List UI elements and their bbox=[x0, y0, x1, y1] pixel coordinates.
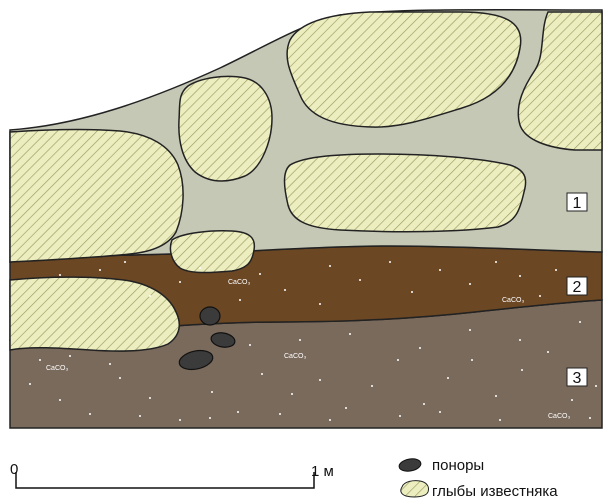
limestone-legend-icon bbox=[401, 481, 429, 497]
carbonate-dot bbox=[555, 269, 557, 271]
carbonate-dot bbox=[261, 373, 263, 375]
carbonate-dot bbox=[439, 269, 441, 271]
carbonate-dot bbox=[519, 339, 521, 341]
carbonate-dot bbox=[149, 397, 151, 399]
carbonate-dot bbox=[411, 291, 413, 293]
sinkhole bbox=[200, 307, 220, 325]
carbonate-dot bbox=[495, 395, 497, 397]
carbonate-dot bbox=[39, 359, 41, 361]
carbonate-dot bbox=[471, 359, 473, 361]
caco3-label: CaCO₃ bbox=[228, 279, 250, 286]
carbonate-dot bbox=[389, 261, 391, 263]
carbonate-dot bbox=[319, 303, 321, 305]
carbonate-dot bbox=[469, 283, 471, 285]
svg-text:2: 2 bbox=[573, 279, 582, 296]
limestone-block bbox=[10, 129, 183, 262]
carbonate-dot bbox=[345, 407, 347, 409]
carbonate-dot bbox=[89, 413, 91, 415]
carbonate-dot bbox=[149, 295, 151, 297]
carbonate-dot bbox=[579, 321, 581, 323]
scale-end-label: 1 м bbox=[311, 463, 334, 480]
caco3-label: CaCO₃ bbox=[284, 353, 306, 360]
carbonate-dot bbox=[349, 333, 351, 335]
limestone-block bbox=[179, 76, 272, 181]
layer-label-1: 1 bbox=[567, 193, 587, 212]
carbonate-dot bbox=[179, 419, 181, 421]
carbonate-dot bbox=[519, 275, 521, 277]
layer-label-2: 2 bbox=[567, 277, 587, 296]
carbonate-dot bbox=[124, 261, 126, 263]
carbonate-dot bbox=[419, 347, 421, 349]
carbonate-dot bbox=[329, 419, 331, 421]
carbonate-dot bbox=[469, 329, 471, 331]
scale-bar: 0 1 м bbox=[10, 461, 334, 488]
carbonate-dot bbox=[69, 355, 71, 357]
carbonate-dot bbox=[139, 415, 141, 417]
carbonate-dot bbox=[239, 299, 241, 301]
sinkhole-legend-icon bbox=[398, 457, 422, 473]
carbonate-dot bbox=[371, 385, 373, 387]
carbonate-dot bbox=[249, 344, 251, 346]
scale-start-label: 0 bbox=[10, 461, 18, 478]
carbonate-dot bbox=[237, 411, 239, 413]
carbonate-dot bbox=[279, 413, 281, 415]
carbonate-dot bbox=[423, 403, 425, 405]
carbonate-dot bbox=[595, 385, 597, 387]
carbonate-dot bbox=[59, 274, 61, 276]
carbonate-dot bbox=[399, 415, 401, 417]
svg-text:3: 3 bbox=[573, 370, 582, 387]
legend: поноры глыбы известняка bbox=[398, 457, 558, 500]
limestone-block bbox=[170, 231, 254, 273]
carbonate-dot bbox=[199, 267, 201, 269]
carbonate-dot bbox=[439, 411, 441, 413]
carbonate-dot bbox=[547, 351, 549, 353]
carbonate-dot bbox=[571, 399, 573, 401]
carbonate-dot bbox=[99, 269, 101, 271]
carbonate-dot bbox=[209, 417, 211, 419]
layer-label-3: 3 bbox=[567, 368, 587, 387]
carbonate-dot bbox=[359, 279, 361, 281]
legend-sinkholes-label: поноры bbox=[432, 457, 484, 474]
legend-limestone-label: глыбы известняка bbox=[432, 483, 558, 500]
carbonate-dot bbox=[179, 281, 181, 283]
carbonate-dot bbox=[299, 339, 301, 341]
limestone-block bbox=[285, 154, 526, 232]
svg-text:1: 1 bbox=[573, 195, 582, 212]
caco3-label: CaCO₃ bbox=[46, 365, 68, 372]
carbonate-dot bbox=[284, 289, 286, 291]
carbonate-dot bbox=[211, 391, 213, 393]
caco3-label: CaCO₃ bbox=[502, 297, 524, 304]
caco3-label: CaCO₃ bbox=[548, 413, 570, 420]
carbonate-dot bbox=[291, 393, 293, 395]
carbonate-dot bbox=[521, 369, 523, 371]
carbonate-dot bbox=[119, 377, 121, 379]
carbonate-dot bbox=[29, 383, 31, 385]
carbonate-dot bbox=[495, 261, 497, 263]
carbonate-dot bbox=[329, 265, 331, 267]
carbonate-dot bbox=[447, 377, 449, 379]
carbonate-dot bbox=[539, 295, 541, 297]
carbonate-dot bbox=[319, 379, 321, 381]
carbonate-dot bbox=[259, 273, 261, 275]
carbonate-dot bbox=[397, 359, 399, 361]
carbonate-dot bbox=[589, 417, 591, 419]
carbonate-dot bbox=[109, 363, 111, 365]
carbonate-dot bbox=[499, 419, 501, 421]
carbonate-dot bbox=[59, 399, 61, 401]
